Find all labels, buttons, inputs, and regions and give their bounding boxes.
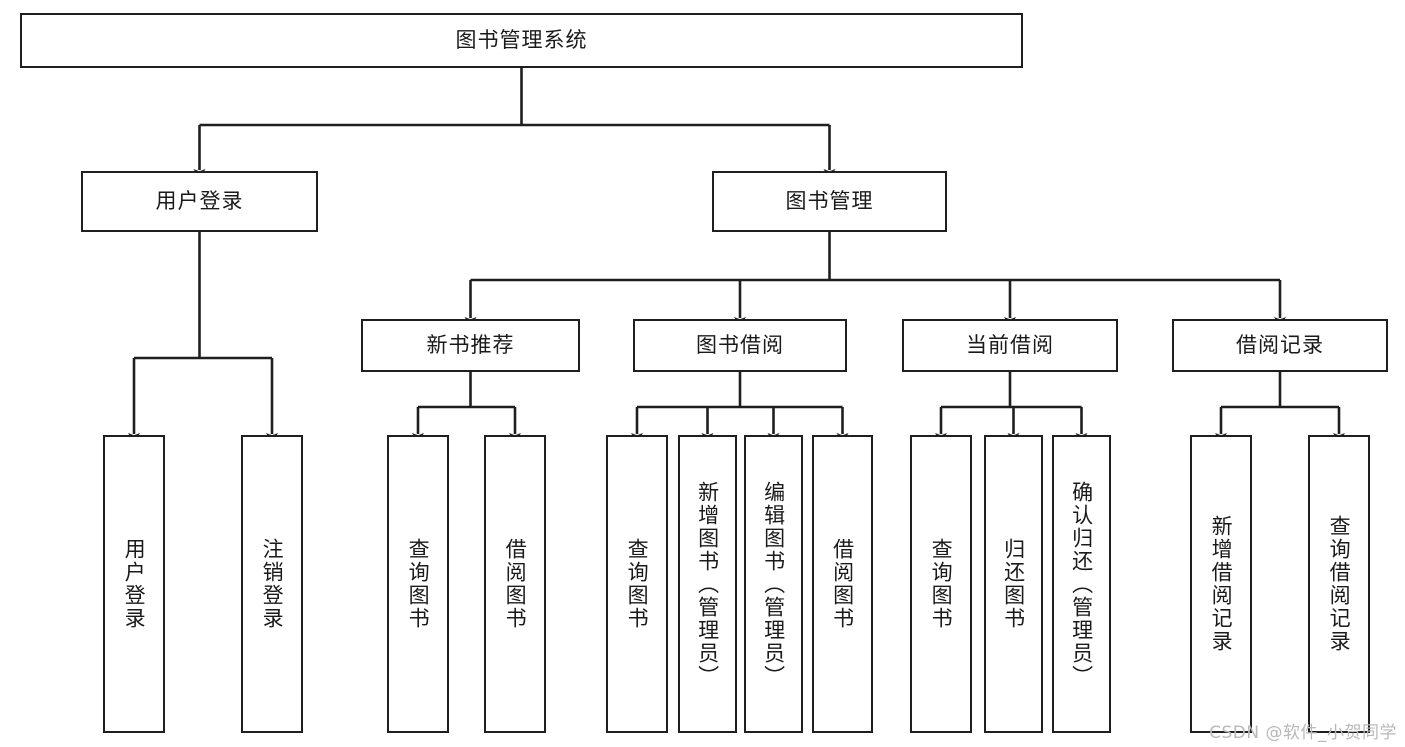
node-label: 借阅图书 [503, 538, 528, 630]
node-label: 编辑图书（管理员） [761, 480, 786, 688]
node-leaf-return-book[interactable]: 归还图书 [984, 435, 1043, 733]
node-label: 查询图书 [406, 538, 431, 630]
node-book-manage[interactable]: 图书管理 [712, 171, 947, 232]
node-label: 借阅记录 [1236, 332, 1324, 357]
node-leaf-edit-book[interactable]: 编辑图书（管理员） [744, 435, 803, 733]
node-label: 确认归还（管理员） [1069, 480, 1094, 688]
node-label: 新增借阅记录 [1209, 515, 1234, 653]
node-root[interactable]: 图书管理系统 [20, 13, 1023, 68]
node-label: 查询借阅记录 [1327, 515, 1352, 653]
node-label: 注销登录 [260, 538, 285, 630]
node-label: 当前借阅 [966, 332, 1054, 357]
node-leaf-confirm-return[interactable]: 确认归还（管理员） [1052, 435, 1111, 733]
node-book-borrow[interactable]: 图书借阅 [633, 319, 847, 372]
node-label: 新增图书（管理员） [695, 480, 720, 688]
watermark-label: CSDN @软件_小贺同学 [1209, 723, 1397, 743]
node-label: 查询图书 [929, 538, 954, 630]
node-leaf-borrow-book-2[interactable]: 借阅图书 [812, 435, 873, 733]
node-label: 用户登录 [155, 188, 244, 213]
node-label: 归还图书 [1001, 538, 1026, 630]
node-label: 查询图书 [625, 538, 650, 630]
node-leaf-borrow-book-1[interactable]: 借阅图书 [484, 435, 546, 733]
node-user-login[interactable]: 用户登录 [81, 171, 318, 232]
node-label: 图书管理系统 [455, 27, 588, 52]
node-label: 图书借阅 [696, 332, 784, 357]
node-leaf-logout[interactable]: 注销登录 [241, 435, 303, 733]
node-label: 新书推荐 [426, 332, 515, 357]
node-leaf-query-book-1[interactable]: 查询图书 [387, 435, 449, 733]
node-new-book-rec[interactable]: 新书推荐 [361, 319, 580, 372]
node-label: 用户登录 [122, 538, 147, 630]
node-leaf-add-book[interactable]: 新增图书（管理员） [678, 435, 737, 733]
node-leaf-user-login[interactable]: 用户登录 [103, 435, 165, 733]
node-leaf-query-book-3[interactable]: 查询图书 [910, 435, 972, 733]
node-leaf-query-book-2[interactable]: 查询图书 [606, 435, 668, 733]
node-label: 图书管理 [785, 188, 874, 213]
node-current-borrow[interactable]: 当前借阅 [902, 319, 1118, 372]
node-label: 借阅图书 [830, 538, 855, 630]
node-borrow-record[interactable]: 借阅记录 [1172, 319, 1388, 372]
node-leaf-query-record[interactable]: 查询借阅记录 [1308, 435, 1370, 733]
node-leaf-add-record[interactable]: 新增借阅记录 [1190, 435, 1252, 733]
